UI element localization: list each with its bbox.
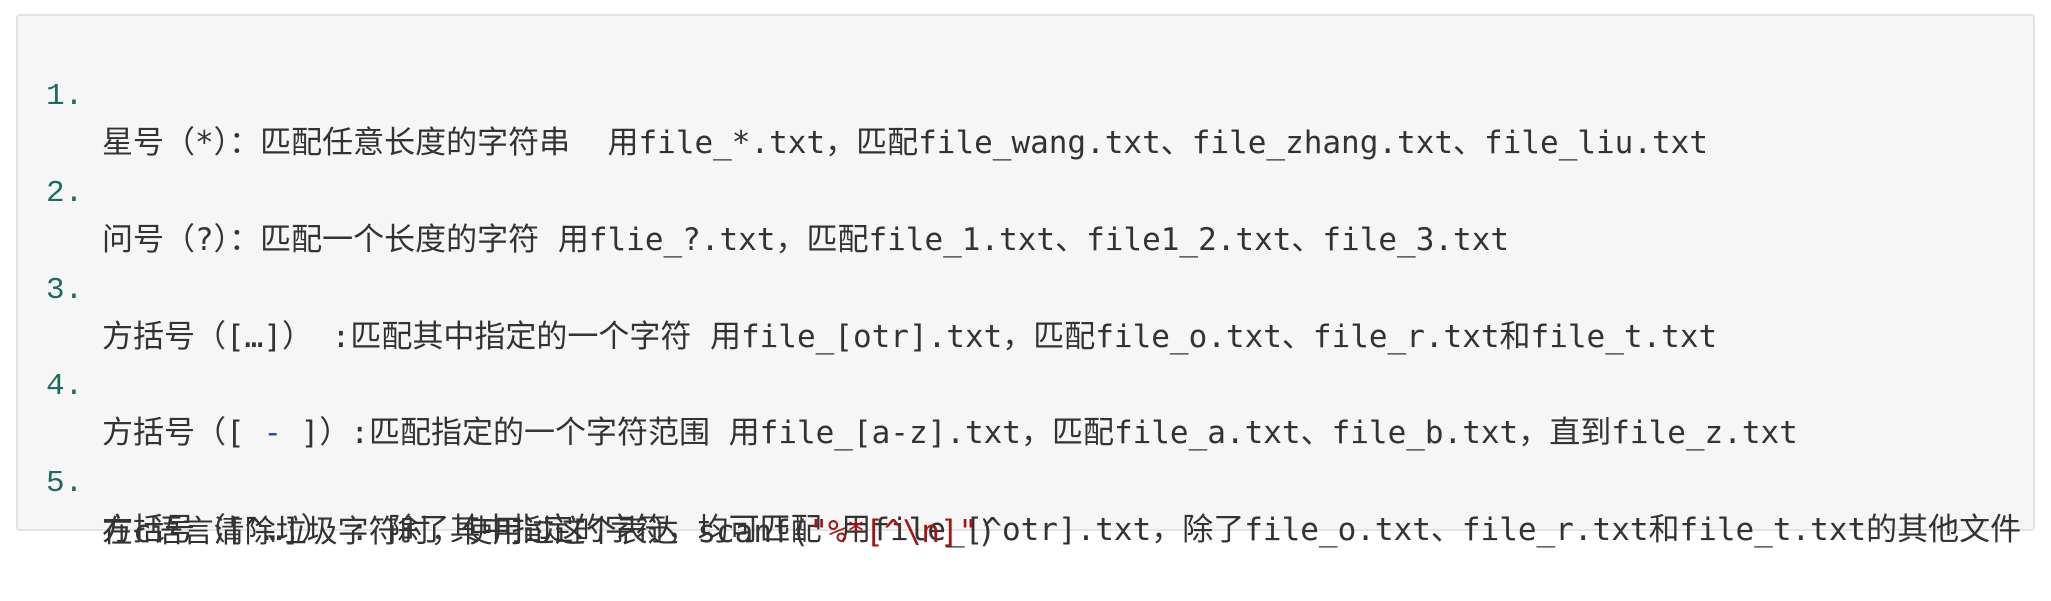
line-number: 2.	[46, 176, 84, 211]
line-number: 5.	[46, 466, 84, 501]
list-item-text-after: ]）:匹配指定的一个字符范围 用file_[a-z].txt，匹配file_a.…	[282, 415, 1798, 451]
continuation-text: 在c语言清除垃圾字符时，使用过这个表达 scanf("%*[^\n]")	[102, 509, 996, 555]
continuation-suffix: )	[977, 514, 996, 550]
list-item: 2. 问号（?）：匹配一个长度的字符 用flie_?.txt，匹配file_1.…	[18, 125, 1509, 258]
list-item-text: 方括号（[…]） :匹配其中指定的一个字符 用file_[otr].txt，匹配…	[102, 319, 1718, 355]
range-dash: -	[263, 415, 282, 451]
continuation-prefix: 在c语言清除垃圾字符时，使用过这个表达 scanf(	[102, 514, 810, 550]
list-item-continuation: 在c语言清除垃圾字符时，使用过这个表达 scanf("%*[^\n]")	[18, 463, 996, 550]
line-number: 3.	[46, 273, 84, 308]
list-item-text: 问号（?）：匹配一个长度的字符 用flie_?.txt，匹配file_1.txt…	[102, 222, 1510, 258]
list-item-text: 星号（*）：匹配任意长度的字符串 用file_*.txt，匹配file_wang…	[102, 125, 1709, 161]
list-item: 3. 方括号（[…]） :匹配其中指定的一个字符 用file_[otr].txt…	[18, 222, 1717, 355]
scanf-format-string: "%*[^\n]"	[809, 514, 978, 550]
list-item-text-before: 方括号（[	[102, 415, 264, 451]
line-number: 4.	[46, 369, 84, 404]
line-number: 1.	[46, 79, 84, 114]
list-item: 1. 星号（*）：匹配任意长度的字符串 用file_*.txt，匹配file_w…	[18, 28, 1708, 161]
code-block: 1. 星号（*）：匹配任意长度的字符串 用file_*.txt，匹配file_w…	[16, 14, 2035, 550]
list-item-text: 方括号（[ - ]）:匹配指定的一个字符范围 用file_[a-z].txt，匹…	[102, 410, 1798, 456]
list-item: 4. 方括号（[ - ]）:匹配指定的一个字符范围 用file_[a-z].tx…	[18, 318, 1798, 451]
list-item: 5. 方括号（[^…]） : 除了其中指定的字符，均可匹配 用file_[^ot…	[18, 415, 2021, 548]
list-item-text: 方括号（[^…]） : 除了其中指定的字符，均可匹配 用file_[^otr].…	[102, 512, 2022, 548]
